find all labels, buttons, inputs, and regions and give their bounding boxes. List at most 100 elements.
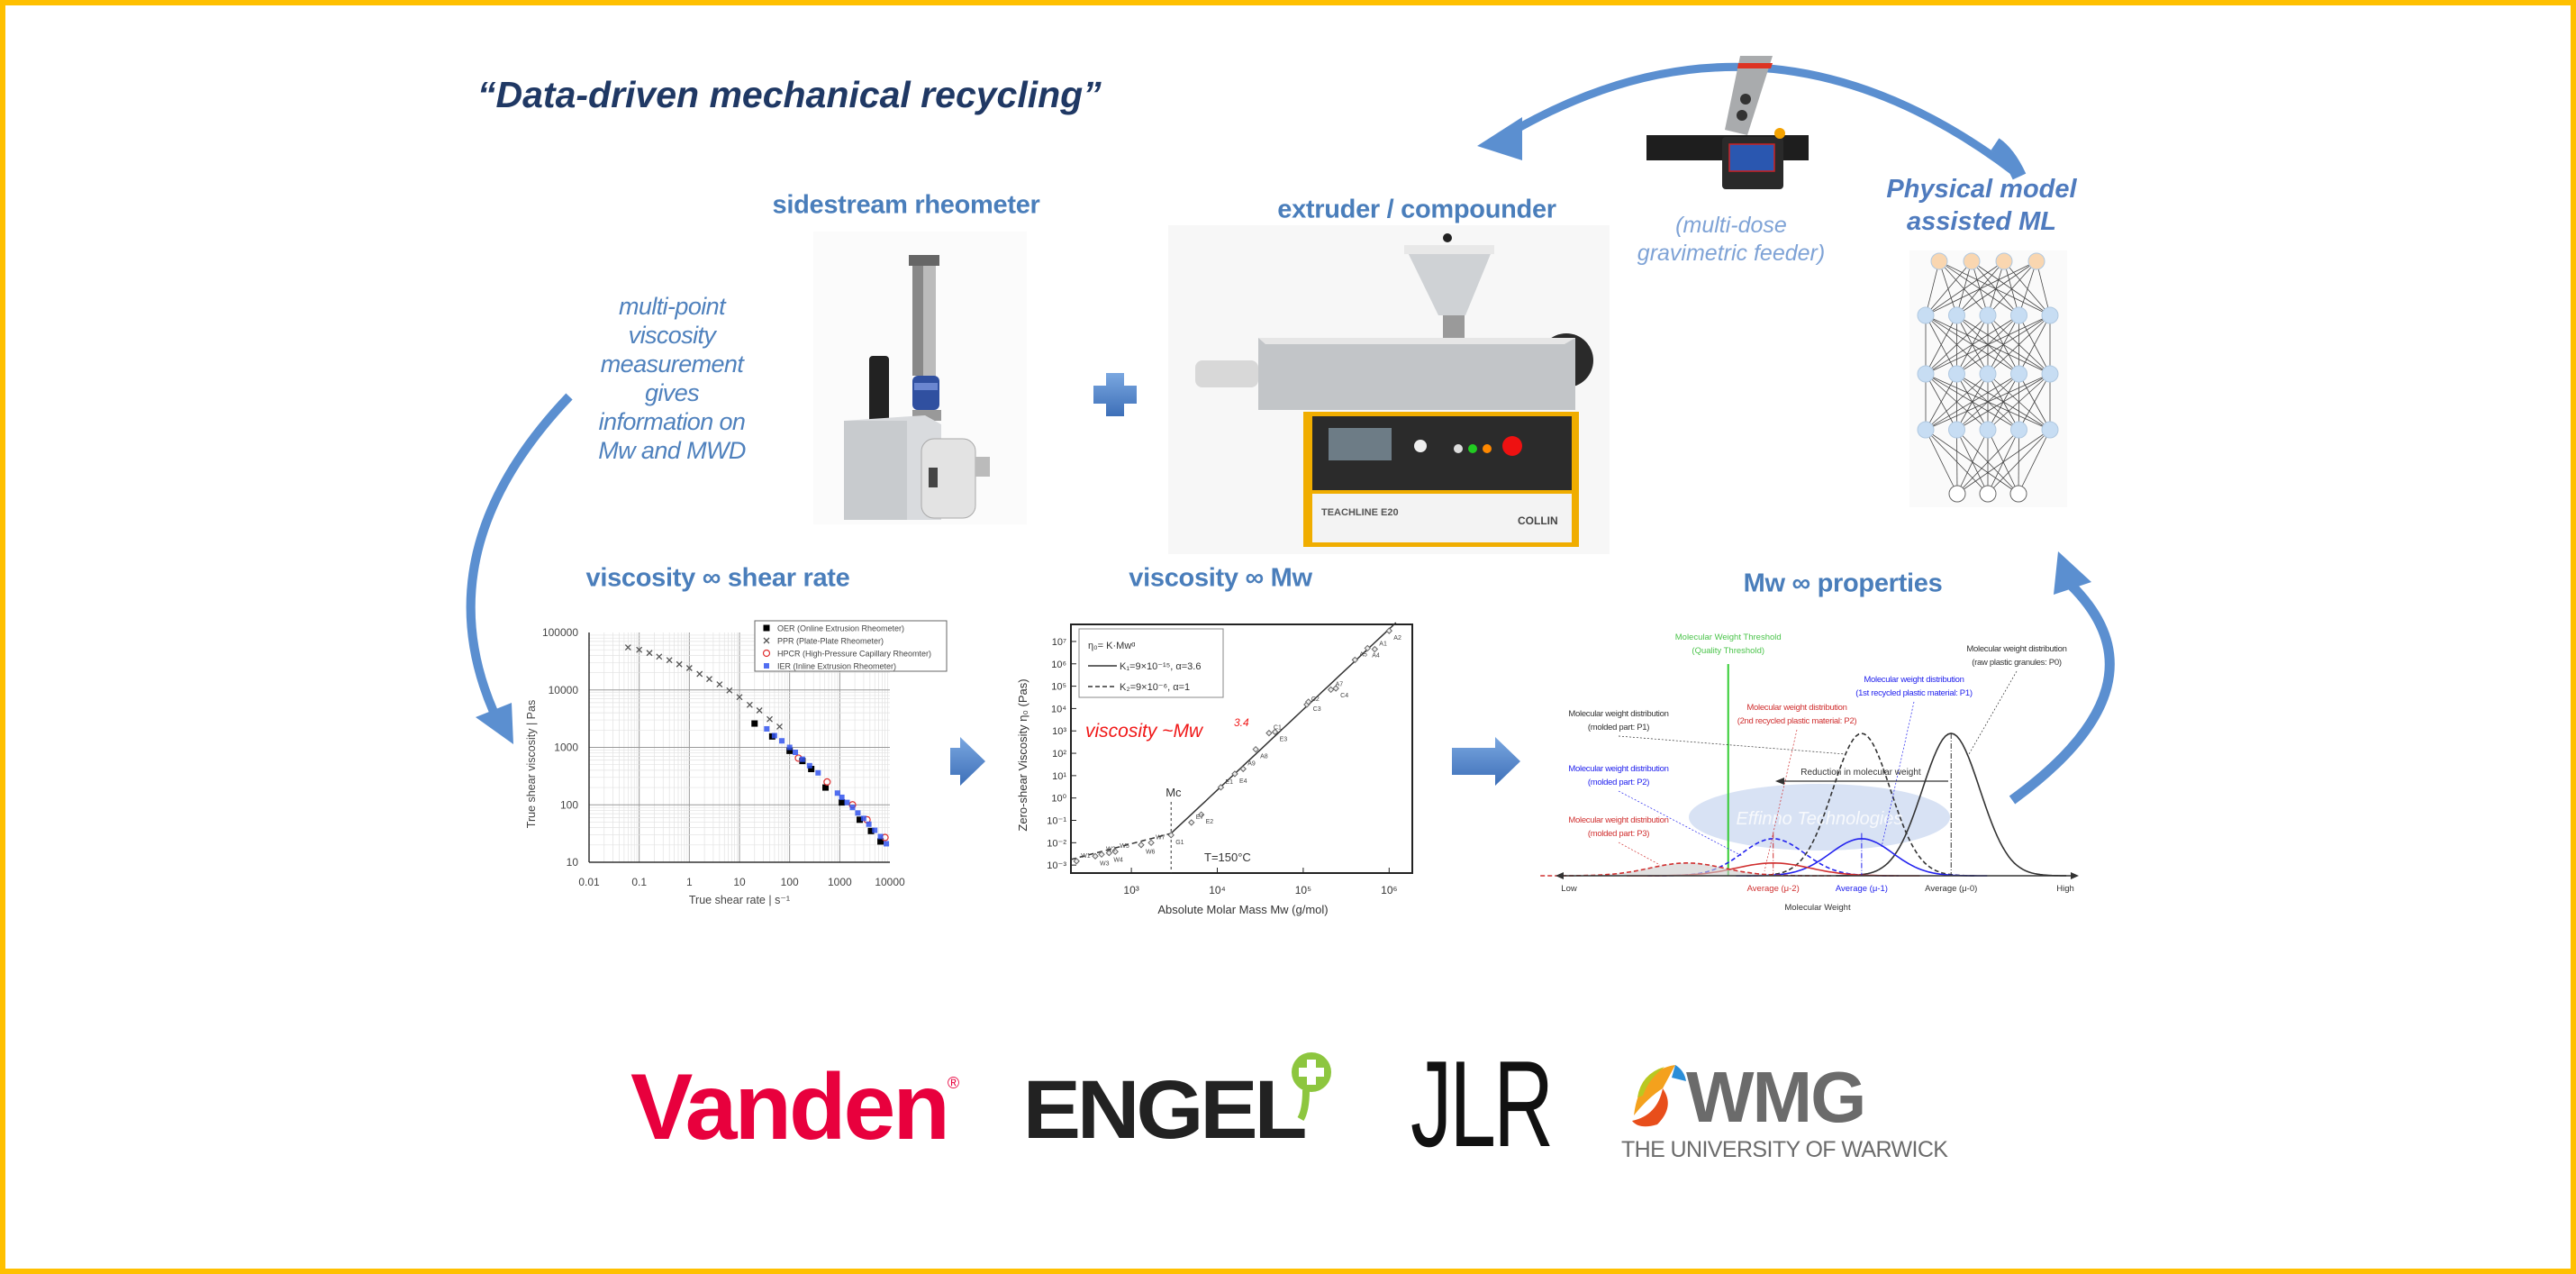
data-point-ppr: [776, 723, 783, 730]
note-line: information on: [598, 408, 746, 435]
legend-formula: η₀= K·Mwᵅ: [1088, 641, 1135, 651]
feeder-caption-line: gravimetric feeder): [1637, 241, 1826, 266]
data-point-label: C2: [1311, 696, 1320, 703]
y-tick-label: 10⁻³: [1047, 860, 1066, 871]
data-point: [1098, 851, 1105, 859]
nn-connection: [1956, 429, 2051, 495]
data-point-oer: [786, 747, 794, 754]
x-tick-label: 10⁶: [1381, 884, 1397, 896]
note-line: multi-point: [619, 293, 726, 320]
y-tick-label: 100000: [542, 626, 578, 639]
viscosity-annotation-exponent: 3.4: [1234, 716, 1249, 729]
nn-input-node: [1995, 252, 2013, 270]
data-point-ier: [884, 841, 890, 847]
data-point-label: C1: [1274, 725, 1282, 732]
viscosity-annotation: viscosity ~Mw: [1085, 721, 1204, 742]
nn-connection: [1987, 260, 2037, 316]
y-tick-label: 10⁰: [1051, 794, 1066, 805]
y-tick-label: 10¹: [1052, 771, 1066, 782]
data-point-label: G1: [1175, 840, 1184, 846]
x-tick-label: 10³: [1123, 884, 1138, 896]
nn-hidden-node: [2010, 421, 2027, 439]
data-point-ppr: [763, 637, 770, 644]
data-point-ier: [779, 738, 785, 744]
nn-connection: [1956, 429, 2019, 495]
fit-line-dashed: [1070, 833, 1172, 860]
wmg-swirl-icon: [1632, 1065, 1686, 1127]
data-point-oer: [808, 766, 815, 773]
distribution-label: Molecular weight distribution: [1864, 675, 1964, 685]
average-label: Average (μ-1): [1836, 884, 1888, 894]
nn-connection: [2018, 373, 2051, 431]
nn-connection: [1971, 260, 1989, 316]
jlr-wordmark: JLR: [1410, 1035, 1554, 1172]
nn-connection: [2018, 260, 2037, 316]
y-tick-label: 10⁻²: [1047, 838, 1066, 849]
data-point-label: W5: [1120, 843, 1129, 850]
nn-connection: [1925, 260, 1940, 316]
data-point-ppr: [636, 646, 643, 653]
wmg-subtitle: THE UNIVERSITY OF WARWICK: [1621, 1137, 1948, 1162]
nn-connection: [1956, 429, 1958, 495]
note-line: measurement: [600, 350, 744, 378]
nn-connection: [1925, 373, 2019, 431]
leader-line: [1764, 729, 1798, 872]
data-point-ier: [849, 805, 856, 811]
nn-connection: [2036, 260, 2051, 316]
y-tick-label: 10³: [1052, 726, 1066, 737]
rheometer-image: [813, 232, 1027, 524]
data-point: [1371, 645, 1379, 653]
distribution-label: (molded part: P3): [1588, 829, 1649, 839]
nn-connection: [1925, 260, 2037, 316]
legend-entry: PPR (Plate-Plate Rheometer): [777, 637, 884, 646]
nn-hidden-node: [1948, 365, 1965, 383]
data-point: [1351, 656, 1359, 664]
data-point-label: A1: [1379, 642, 1387, 648]
page-title: “Data-driven mechanical recycling”: [477, 74, 1102, 115]
curved-arrow-rheometer-to-chart: [466, 393, 573, 744]
data-point-label: A8: [1260, 754, 1268, 760]
data-point-ier: [764, 725, 770, 732]
data-point-ier: [764, 663, 769, 669]
leader-line: [1618, 842, 1661, 866]
nn-hidden-node: [1948, 421, 1965, 439]
fit-line-solid: [1170, 622, 1397, 834]
nn-connection: [1956, 429, 1989, 495]
x-axis-low-label: Low: [1561, 884, 1577, 894]
data-point: [1304, 698, 1312, 705]
nn-connection: [1938, 260, 1957, 316]
measurement-note: multi-point viscosity measurement gives …: [598, 292, 746, 465]
nn-connection: [1925, 314, 1957, 375]
data-point-label: W7: [1156, 834, 1166, 841]
critical-mass-label: Mc: [1166, 786, 1182, 799]
engel-wordmark: ENGEL: [1022, 1064, 1308, 1156]
nn-connection: [1925, 373, 1989, 431]
data-point-ppr: [624, 644, 631, 651]
data-point-label: W4: [1113, 858, 1123, 864]
data-point-ppr: [766, 715, 773, 723]
average-label: Average (μ-2): [1747, 884, 1800, 894]
extruder-brand-label: COLLIN: [1518, 514, 1558, 527]
reduction-label: Reduction in molecular weight: [1800, 768, 1921, 778]
plus-icon: [1093, 373, 1137, 416]
data-point-ppr: [746, 701, 753, 708]
data-point: [1385, 627, 1392, 634]
nn-hidden-node: [1917, 306, 1935, 324]
data-point-ier: [844, 799, 850, 805]
x-axis-label: Absolute Molar Mass Mw (g/mol): [1157, 903, 1328, 916]
note-line: gives: [644, 379, 700, 406]
y-tick-label: 10000: [549, 684, 579, 696]
nn-hidden-node: [2010, 306, 2027, 324]
data-point-label: W1: [1081, 853, 1091, 860]
data-point: [1239, 765, 1247, 773]
data-point-oer: [867, 827, 875, 834]
wmg-logo: WMG THE UNIVERSITY OF WARWICK: [1621, 1057, 1982, 1165]
data-point-ppr: [646, 650, 653, 657]
nn-connection: [1987, 314, 2051, 375]
data-point-ppr: [736, 694, 743, 701]
data-point-oer: [751, 720, 758, 727]
x-tick-label: 10000: [875, 876, 905, 888]
data-point: [1138, 842, 1145, 849]
data-point-oer: [763, 624, 770, 632]
nn-connection: [1987, 260, 2005, 316]
